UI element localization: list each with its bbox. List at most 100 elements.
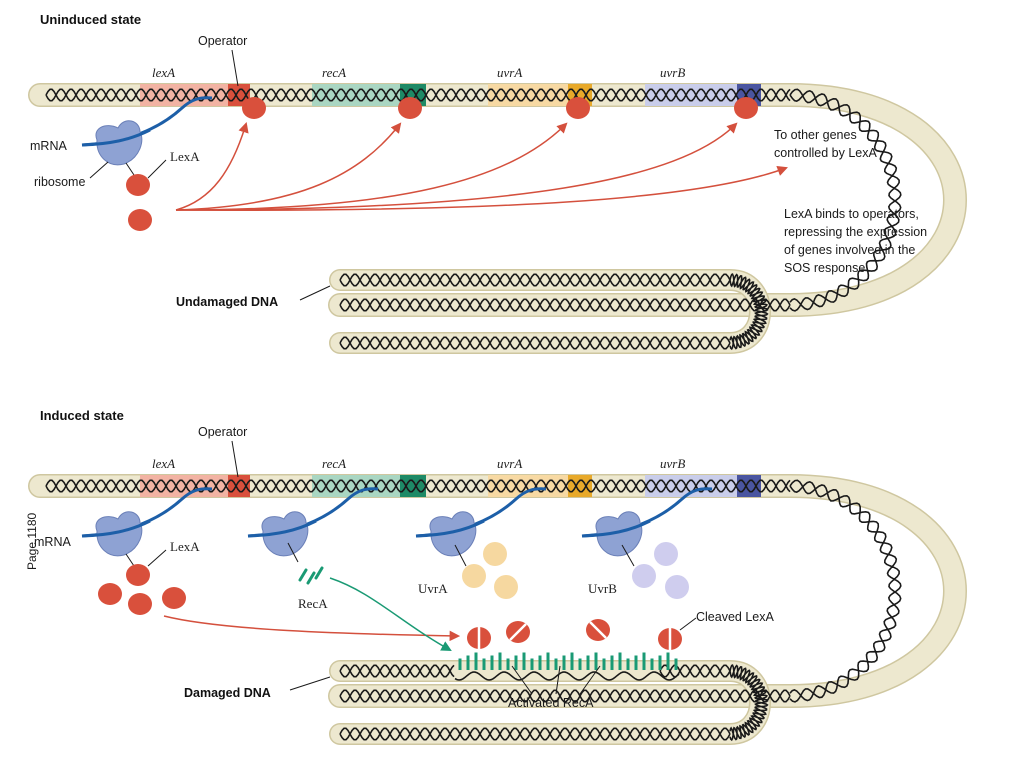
activated-reca-label: Activated RecA (508, 696, 594, 710)
undamaged-dna-label: Undamaged DNA (176, 295, 278, 309)
activated-reca-leader (511, 665, 533, 695)
ribosome-uvra (415, 487, 547, 557)
mrna-label: mRNA (34, 535, 71, 549)
uvrb-gene-region (645, 84, 737, 106)
cleaved-lexa (467, 627, 491, 649)
uvra-protein (494, 575, 518, 599)
damaged-dna-label: Damaged DNA (184, 686, 271, 700)
lexa-protein (128, 593, 152, 615)
cleaved-lexa (506, 621, 530, 643)
lexa-protein-bound (566, 97, 590, 119)
operator-uvra (568, 475, 592, 497)
operator-label: Operator (198, 425, 247, 439)
lexa-protein-bound (242, 97, 266, 119)
lexa-protein (98, 583, 122, 605)
ribosome-reca-leader (287, 542, 299, 563)
ribosome-reca (247, 487, 379, 557)
binding-arrow (175, 122, 402, 211)
note-line-1: LexA binds to operators, (784, 207, 919, 221)
uvra-protein (483, 542, 507, 566)
note-line-3: of genes involved in the (784, 243, 915, 257)
uvra-protein (462, 564, 486, 588)
uvra-gene-region (488, 84, 568, 106)
activated-reca-leader (555, 665, 561, 695)
lexa-protein-bound (734, 97, 758, 119)
lexa-leader (147, 549, 167, 567)
dna-helix (45, 479, 791, 493)
lexa-protein (126, 564, 150, 586)
dna-helix-damaged (339, 664, 769, 742)
uvrb-protein (632, 564, 656, 588)
reca-label: RecA (298, 596, 328, 611)
uvra-label: UvrA (418, 581, 448, 596)
uvrb-protein (665, 575, 689, 599)
dna-helix (339, 479, 902, 703)
uvrb-label: UvrB (588, 581, 617, 596)
lexa-protein (128, 209, 152, 231)
gene-label-uvra: uvrA (497, 65, 522, 80)
dna-label-leader (289, 676, 331, 691)
ribosome-lexa-leader (125, 553, 135, 567)
mrna-label: mRNA (30, 139, 67, 153)
cleaved-lexa (586, 619, 610, 641)
uninduced-panel: Uninduced state lexA recA uvrA uvrB Oper… (28, 12, 967, 354)
dna-helix (339, 88, 902, 312)
operator-lexa (228, 84, 250, 106)
operator-label: Operator (198, 34, 247, 48)
operator-reca (400, 475, 426, 497)
uvra-gene-region (488, 475, 568, 497)
gene-label-uvrb: uvrB (660, 65, 685, 80)
operator-uvrb (737, 475, 761, 497)
ribosome-lexa (81, 487, 213, 557)
cleaved-lexa-leader (679, 617, 697, 631)
uvrb-gene-region (645, 475, 737, 497)
binding-arrow (175, 122, 738, 211)
other-genes-label-1: To other genes (774, 128, 857, 142)
ribosome-uvra-leader (454, 544, 467, 567)
activated-reca-leader (579, 665, 601, 695)
lexa-gene-region (140, 84, 228, 106)
cleaved-lexa-label: Cleaved LexA (696, 610, 774, 624)
lexa-label: LexA (170, 149, 200, 164)
ribosome-uvrb-leader (621, 544, 635, 567)
lexa-leader (147, 159, 167, 179)
note-line-2: repressing the expression (784, 225, 927, 239)
uvrb-protein (654, 542, 678, 566)
ribosome-uvrb (581, 487, 713, 557)
lexa-gene-region (140, 475, 228, 497)
operator-lexa (228, 475, 250, 497)
lexa-protein-bound (398, 97, 422, 119)
lexa-label: LexA (170, 539, 200, 554)
gene-label-lexa: lexA (152, 456, 175, 471)
lexa-protein (162, 587, 186, 609)
ribosome-shape (95, 120, 143, 166)
reca-to-damage-arrow (329, 577, 452, 652)
ribosome-leader (89, 161, 109, 179)
uninduced-heading: Uninduced state (40, 12, 141, 27)
gene-label-uvra: uvrA (497, 456, 522, 471)
operator-leader (231, 440, 239, 478)
operator-leader (231, 49, 239, 87)
lexa-to-reca-arrow (163, 615, 461, 642)
binding-arrow (175, 166, 788, 211)
gene-label-lexa: lexA (152, 65, 175, 80)
induced-heading: Induced state (40, 408, 124, 423)
ribosome-label: ribosome (34, 175, 85, 189)
gene-label-reca: recA (322, 65, 346, 80)
lexa-protein (126, 174, 150, 196)
reca-protein (298, 566, 324, 585)
other-genes-label-2: controlled by LexA (774, 146, 878, 160)
binding-arrow (175, 121, 249, 211)
cleaved-lexa (658, 628, 682, 650)
gene-label-uvrb: uvrB (660, 456, 685, 471)
binding-arrow (175, 122, 568, 211)
activated-reca-filament (458, 652, 678, 670)
page-label: Page 1180 (25, 513, 39, 570)
dna-helix (45, 88, 791, 102)
note-line-4: SOS response (784, 261, 865, 275)
gene-label-reca: recA (322, 456, 346, 471)
dna-label-leader (299, 285, 331, 301)
induced-panel: Induced state lexA recA uvrA uvrB Operat… (28, 408, 967, 745)
dna-helix (339, 273, 769, 351)
